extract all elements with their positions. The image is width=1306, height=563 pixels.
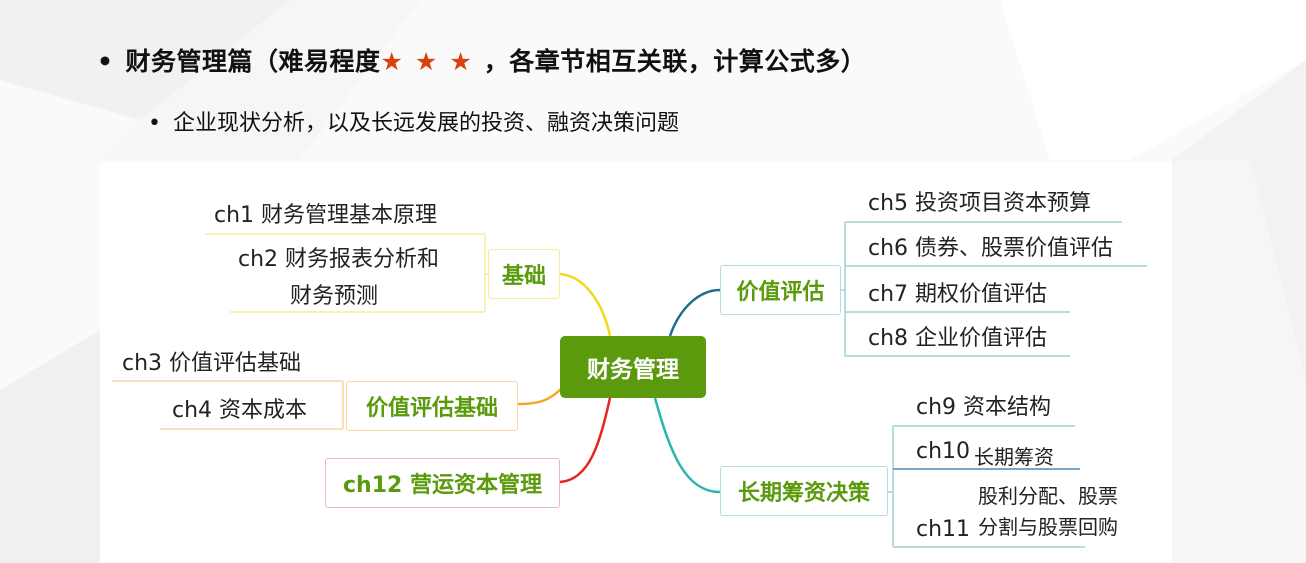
leaf-ch9[interactable]: ch9 资本结构	[916, 395, 1052, 420]
leaf-ch4[interactable]: ch4 资本成本	[172, 398, 308, 423]
topic-ch12-yingyun[interactable]: ch12 营运资本管理	[325, 458, 560, 508]
slide-subheading: • 企业现状分析，以及长远发展的投资、融资决策问题	[148, 105, 679, 137]
leaf-ch2[interactable]: ch2 财务报表分析和	[238, 247, 440, 272]
subheading-text: 企业现状分析，以及长远发展的投资、融资决策问题	[172, 111, 679, 136]
heading-text-after: ，各章节相互关联，计算公式多）	[483, 47, 867, 76]
leaf-ch7[interactable]: ch7 期权价值评估	[868, 282, 1048, 307]
topic-changqichouzi[interactable]: 长期筹资决策	[720, 466, 888, 516]
bullet-icon: •	[97, 47, 114, 76]
topic-jiazhipinggu[interactable]: 价值评估	[720, 265, 841, 315]
leaf-ch3[interactable]: ch3 价值评估基础	[122, 351, 302, 376]
leaf-ch11-number[interactable]: ch11	[916, 516, 971, 542]
topic-jichu[interactable]: 基础	[488, 249, 560, 299]
slide-heading: • 财务管理篇（难易程度★★★，各章节相互关联，计算公式多）	[97, 42, 866, 78]
leaf-ch11-title-line2[interactable]: 分割与股票回购	[978, 514, 1118, 539]
mind-map-connectors	[112, 221, 1147, 548]
leaf-ch6[interactable]: ch6 债券、股票价值评估	[868, 236, 1114, 261]
leaf-ch11-title-line1[interactable]: 股利分配、股票	[978, 483, 1118, 508]
heading-text: 财务管理篇（难易程度	[125, 47, 381, 76]
leaf-ch10-title[interactable]: 长期筹资	[974, 444, 1054, 469]
root-node[interactable]: 财务管理	[560, 336, 706, 398]
topic-jiazhipinggujichu[interactable]: 价值评估基础	[346, 381, 518, 431]
leaf-ch1[interactable]: ch1 财务管理基本原理	[214, 203, 438, 228]
leaf-ch2-line2[interactable]: 财务预测	[290, 284, 379, 309]
mind-map: 财务管理 基础 ch1 财务管理基本原理 ch2 财务报表分析和 财务预测 价值…	[100, 162, 1172, 563]
leaf-ch8[interactable]: ch8 企业价值评估	[868, 326, 1048, 351]
leaf-ch10-number[interactable]: ch10	[916, 438, 971, 464]
difficulty-stars-icon: ★★★	[380, 47, 484, 76]
bullet-icon: •	[148, 111, 161, 136]
leaf-ch5[interactable]: ch5 投资项目资本预算	[868, 191, 1092, 216]
